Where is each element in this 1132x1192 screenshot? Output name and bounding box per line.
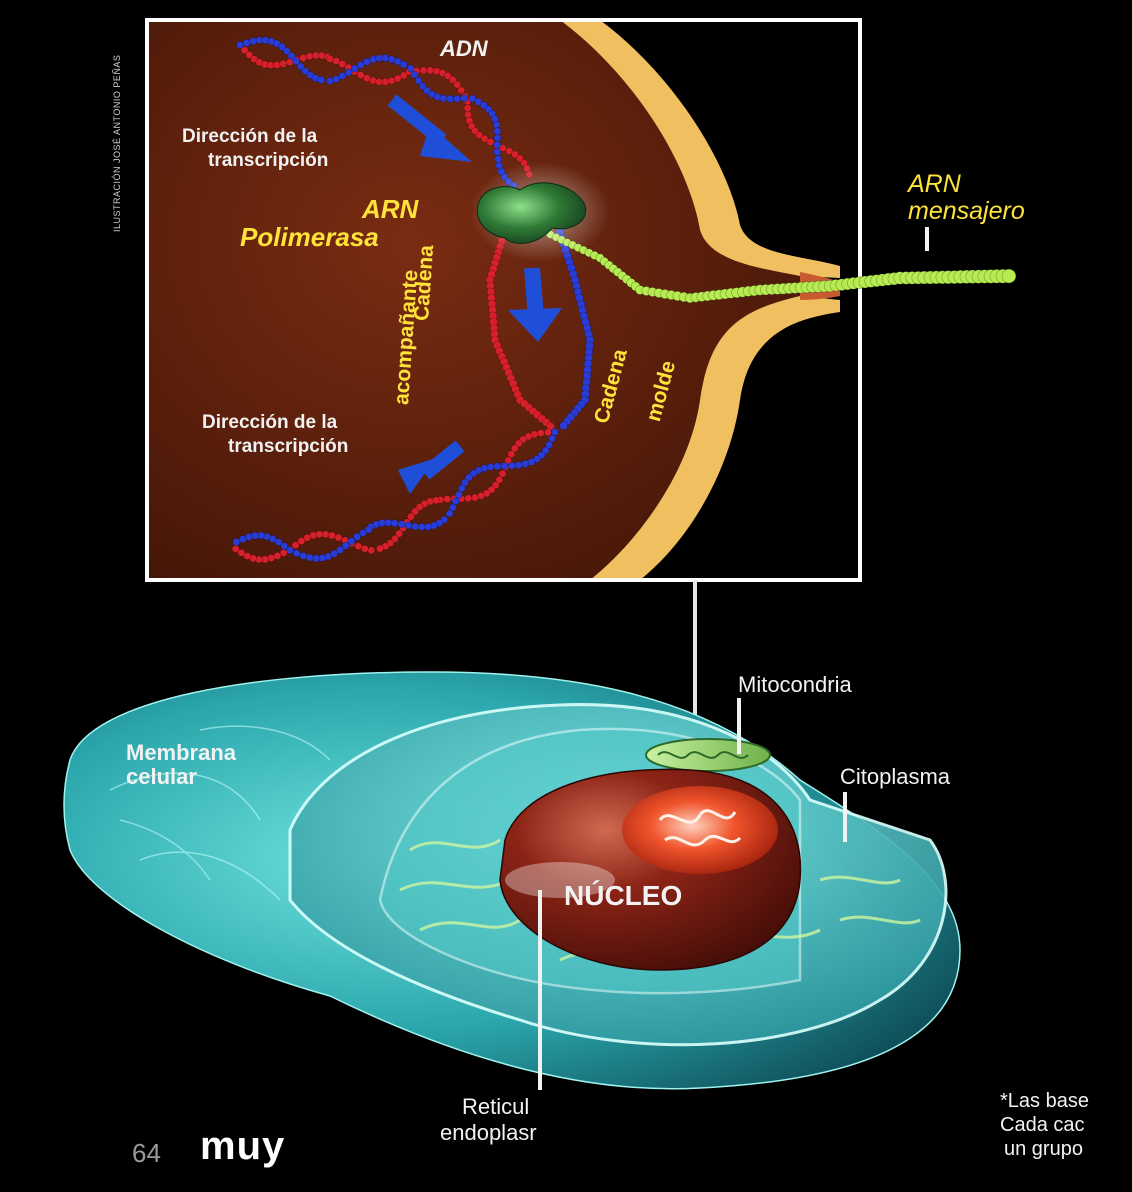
footnote-line3: un grupo — [1004, 1138, 1083, 1161]
dna-bead-blue — [522, 460, 529, 467]
dna-bead-blue — [440, 95, 447, 102]
dna-bead-blue — [494, 148, 501, 155]
dna-bead-blue — [446, 510, 453, 517]
cytoplasm-pointer — [843, 792, 847, 842]
dna-bead-blue — [398, 521, 405, 528]
inset-panel — [147, 20, 1016, 580]
illustration-credit: ILUSTRACIÓN JOSÉ ANTONIO PEÑAS — [112, 55, 122, 232]
dna-bead-blue — [236, 41, 243, 48]
label-polymerase-line1: ARN — [362, 194, 418, 225]
label-direction-bottom-line2: transcripción — [228, 436, 348, 458]
dna-bead-blue — [494, 128, 501, 135]
dna-bead-red — [335, 534, 342, 541]
dna-bead-red — [544, 429, 551, 436]
mrna-bead — [1002, 269, 1016, 283]
mitochondria-pointer — [737, 698, 741, 754]
dna-bead-blue — [487, 463, 494, 470]
dna-bead-red — [471, 494, 478, 501]
dna-bead-blue — [455, 491, 462, 498]
dna-bead-blue — [391, 520, 398, 527]
label-direction-bottom-line1: Dirección de la — [202, 412, 337, 434]
dna-bead-red — [355, 543, 362, 550]
dna-bead-red — [464, 105, 471, 112]
dna-bead-red — [328, 532, 335, 539]
dna-bead-blue — [447, 95, 454, 102]
dna-bead-blue — [461, 95, 468, 102]
label-reticulum-line2: endoplasr — [440, 1120, 537, 1146]
dna-bead-blue — [400, 61, 407, 68]
dna-bead-blue — [494, 463, 501, 470]
dna-bead-blue — [494, 134, 501, 141]
dna-bead-red — [361, 545, 368, 552]
nucleolus — [622, 786, 778, 874]
dna-bead-blue — [313, 555, 320, 562]
dna-bead-blue — [300, 552, 307, 559]
label-mrna-line1: ARN — [908, 170, 961, 199]
dna-bead-blue — [418, 523, 425, 530]
dna-bead-blue — [453, 95, 460, 102]
dna-bead-red — [368, 547, 375, 554]
dna-bead-blue — [293, 550, 300, 557]
dna-bead-blue — [515, 462, 522, 469]
dna-bead-blue — [233, 539, 240, 546]
dna-bead-blue — [494, 155, 501, 162]
dna-bead-red — [537, 429, 544, 436]
cell-body — [64, 672, 960, 1090]
dna-bead-blue — [501, 462, 508, 469]
label-mitochondria: Mitocondria — [738, 672, 852, 698]
dna-bead-blue — [250, 38, 257, 45]
label-direction-top-line1: Dirección de la — [182, 126, 317, 148]
label-membrane-line2: celular — [126, 764, 197, 790]
magazine-logo: muy — [200, 1124, 285, 1169]
dna-bead-blue — [318, 76, 325, 83]
label-membrane-line1: Membrana — [126, 740, 236, 766]
dna-bead-red — [420, 67, 427, 74]
dna-bead-blue — [452, 498, 459, 505]
label-adn: ADN — [440, 36, 488, 62]
label-direction-top-line2: transcripción — [208, 150, 328, 172]
dna-bead-blue — [493, 121, 500, 128]
footnote-line1: *Las base — [1000, 1090, 1089, 1113]
dna-bead-red — [376, 545, 383, 552]
dna-bead-blue — [412, 523, 419, 530]
mrna-pointer — [925, 227, 929, 251]
label-cytoplasm: Citoplasma — [840, 764, 950, 790]
label-polymerase-line2: Polimerasa — [240, 222, 379, 253]
reticulum-pointer — [538, 890, 542, 1090]
dna-bead-red — [232, 545, 239, 552]
dna-bead-blue — [560, 422, 568, 430]
dna-bead-blue — [494, 141, 501, 148]
dna-bead-red — [465, 495, 472, 502]
dna-bead-blue — [458, 485, 465, 492]
dna-bead-red — [427, 67, 434, 74]
label-reticulum-line1: Reticul — [462, 1094, 529, 1120]
label-mrna-line2: mensajero — [908, 197, 1025, 226]
dna-bead-blue — [508, 462, 515, 469]
dna-bead-blue — [551, 428, 558, 435]
dna-bead-blue — [405, 522, 412, 529]
dna-bead-red — [273, 61, 280, 68]
dna-bead-red — [444, 496, 451, 503]
dna-bead-blue — [306, 554, 313, 561]
footnote-line2: Cada cac — [1000, 1114, 1085, 1137]
dna-bead-red — [280, 60, 287, 67]
dna-bead-red — [300, 54, 307, 61]
mitochondrion — [646, 739, 770, 771]
label-nucleus: NÚCLEO — [564, 880, 682, 912]
page-number: 64 — [132, 1138, 161, 1169]
dna-bead-blue — [243, 39, 250, 46]
